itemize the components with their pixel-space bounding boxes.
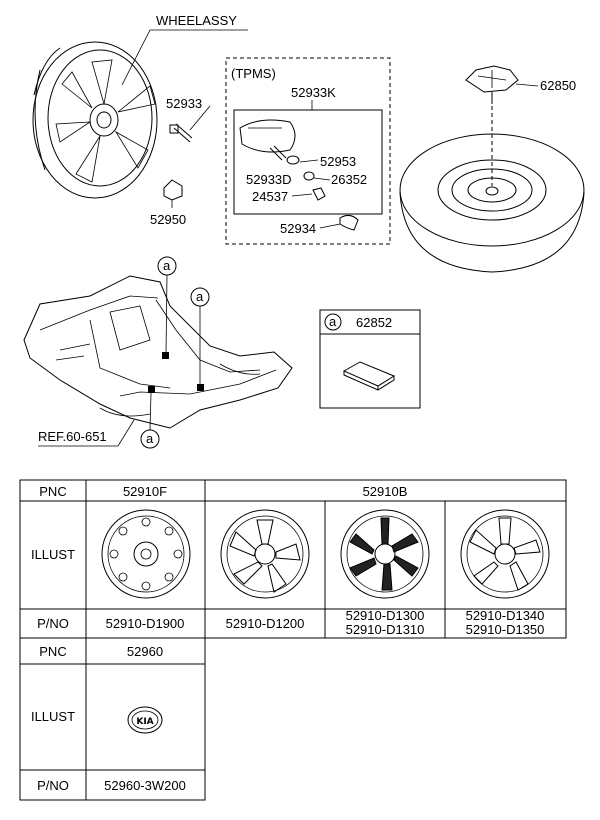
alloy-wheel-d1340-illustration <box>460 509 550 599</box>
callout-a-3-label: a <box>146 431 154 446</box>
table2-pnc-header: PNC <box>39 644 66 659</box>
hub-cap-illustration <box>127 706 163 734</box>
pno-52910-d1350: 52910-D1350 <box>466 622 545 637</box>
part-26352-label: 26352 <box>331 172 367 187</box>
hub-cap-logo-text: KIA <box>136 717 153 727</box>
detail-callout-a <box>324 313 342 331</box>
pno-52910-d1310: 52910-D1310 <box>346 622 425 637</box>
tpms-label: (TPMS) <box>231 66 276 81</box>
steel-wheel-illustration <box>101 509 191 599</box>
part-62852-label: 62852 <box>356 315 392 330</box>
table-illust-header: ILLUST <box>31 547 75 562</box>
tpms-small-parts-drawing <box>286 155 359 231</box>
valve-drawing <box>169 123 193 143</box>
table2-illust-header: ILLUST <box>31 709 75 724</box>
floor-mount-point-1 <box>162 352 169 359</box>
part-52933k-label: 52933K <box>291 85 336 100</box>
pno-52910-d1200: 52910-D1200 <box>226 616 305 631</box>
pno-52910-d1300: 52910-D1300 <box>346 608 425 623</box>
alloy-wheel-d1200-illustration <box>220 509 310 599</box>
part-52950-label: 52950 <box>150 212 186 227</box>
spare-tire-drawing <box>399 133 585 273</box>
pno-52910-d1900: 52910-D1900 <box>106 616 185 631</box>
alloy-wheel-d1300-illustration <box>340 509 430 599</box>
part-52933d-label: 52933D <box>246 172 292 187</box>
callout-a-1-label: a <box>163 258 171 273</box>
tpms-sensor-drawing <box>239 119 296 161</box>
part-24537-label: 24537 <box>252 189 288 204</box>
part-52934-label: 52934 <box>280 221 316 236</box>
ref-label: REF.60-651 <box>38 429 107 444</box>
floor-panel-drawing <box>23 275 293 429</box>
part-number-table <box>19 479 567 801</box>
wheel-assy-label: WHEELASSY <box>156 13 237 28</box>
part-62850-label: 62850 <box>540 78 576 93</box>
pno-52910-d1340: 52910-D1340 <box>466 608 545 623</box>
pnc-52910f: 52910F <box>123 484 167 499</box>
callout-a-2-label: a <box>196 289 204 304</box>
detail-box-62852 <box>319 309 421 409</box>
lug-nut-drawing <box>163 179 183 201</box>
table2-pno-header: P/NO <box>37 778 69 793</box>
wheel-assembly-drawing <box>32 41 158 199</box>
table-pno-header: P/NO <box>37 616 69 631</box>
part-52933-label: 52933 <box>166 96 202 111</box>
table-pnc-header: PNC <box>39 484 66 499</box>
tpms-kit-box <box>233 109 383 215</box>
floor-mount-point-2 <box>148 386 155 393</box>
pno-52960-3w200: 52960-3W200 <box>104 778 186 793</box>
tire-clamp-bolt-drawing <box>465 65 519 186</box>
detail-callout-a-label: a <box>329 314 337 329</box>
part-52953-label: 52953 <box>320 154 356 169</box>
pnc-52910b: 52910B <box>363 484 408 499</box>
pnc-52960: 52960 <box>127 644 163 659</box>
floor-mount-point-3 <box>197 384 204 391</box>
label-pad-drawing <box>342 361 396 391</box>
